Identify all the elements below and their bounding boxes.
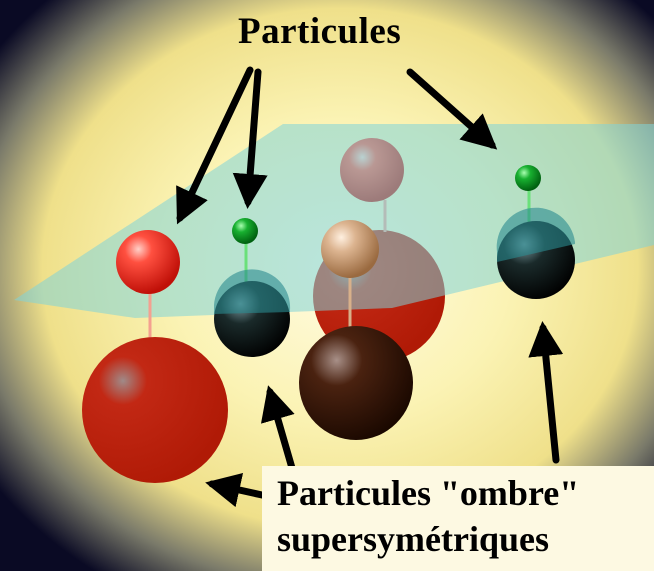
- arrow-bottom-to-black-left: [260, 385, 296, 472]
- arrow-bottom-to-red-big: [205, 472, 266, 508]
- particle-tan: [321, 220, 379, 278]
- arrow-top-to-green-right: [406, 68, 498, 150]
- label-particles: Particules: [238, 11, 402, 52]
- plane-overlay-black-right: [496, 207, 575, 262]
- arrow-bottom-to-black-right: [528, 321, 564, 464]
- shadow-sphere-red-left: [82, 337, 228, 483]
- plane-overlay-black-left: [214, 269, 291, 314]
- label-shadow-line1: Particules "ombre": [277, 473, 580, 513]
- shadow-sphere-brown: [299, 326, 413, 440]
- particle-red-left: [116, 230, 180, 294]
- label-shadow-box: [262, 466, 654, 571]
- particle-green-right: [515, 165, 541, 191]
- particle-green-left: [232, 218, 258, 244]
- arrow-top-to-red: [176, 66, 254, 225]
- arrow-top-to-green-left: [232, 68, 268, 209]
- label-shadow-line2: supersymétriques: [277, 519, 549, 559]
